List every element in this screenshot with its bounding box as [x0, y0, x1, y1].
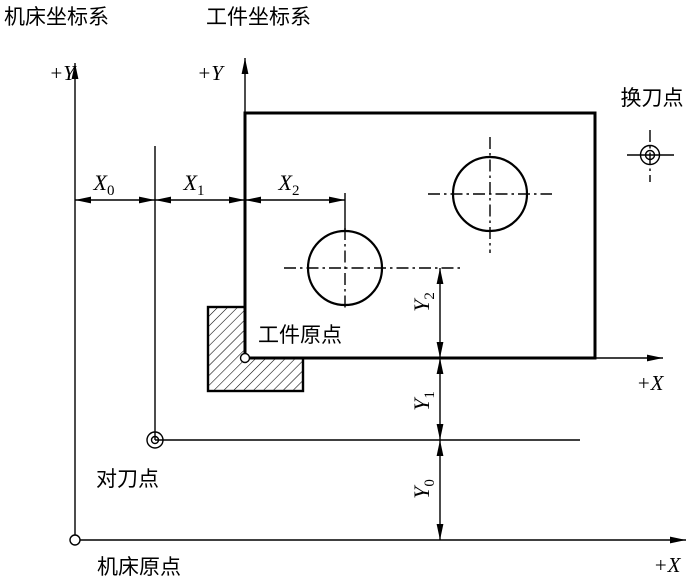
machine-origin-label: 机床原点: [97, 555, 181, 579]
workpiece-coordinate-system-label: 工件坐标系: [206, 5, 311, 29]
machine-plus-x-label: +X: [654, 553, 682, 577]
dim-y2-label: Y2: [409, 292, 438, 312]
text-labels: 机床坐标系 工件坐标系 换刀点 工件原点 对刀点 机床原点: [4, 5, 684, 579]
dim-x1-label: X1: [183, 170, 205, 199]
workpiece-axes: +Y +X: [197, 58, 665, 395]
hole-2: [451, 155, 529, 233]
dim-y0-label: Y0: [409, 479, 438, 499]
machine-axes: +Y +X: [49, 61, 686, 577]
x-dimensions: X0 X1 X2: [75, 170, 346, 231]
workpiece-origin-point: [239, 352, 251, 364]
dim-x0-label: X0: [93, 170, 115, 199]
tool-change-point: [627, 130, 674, 182]
workpiece: [243, 111, 597, 360]
dim-x2-label: X2: [278, 170, 300, 199]
machine-plus-y-label: +Y: [49, 61, 77, 85]
machine-origin-point: [69, 534, 81, 546]
tool-setting-point-outer-circle: [146, 431, 164, 449]
tool-setting-point: [146, 146, 580, 449]
workpiece-plus-x-label: +X: [637, 371, 665, 395]
dim-y1-label: Y1: [409, 391, 438, 411]
tool-change-point-inner-circle: [644, 149, 656, 161]
tool-setting-point-label: 对刀点: [96, 467, 159, 491]
tool-setting-point-inner-circle: [150, 435, 160, 445]
tool-change-point-outer-circle: [639, 144, 661, 166]
y-dimensions: Y2 Y1 Y0: [409, 268, 444, 540]
workpiece-outline: [243, 111, 597, 360]
tool-change-point-label: 换刀点: [621, 86, 684, 110]
machine-coordinate-system-label: 机床坐标系: [4, 5, 109, 29]
workpiece-origin-label: 工件原点: [258, 323, 342, 347]
workpiece-plus-y-label: +Y: [197, 61, 225, 85]
